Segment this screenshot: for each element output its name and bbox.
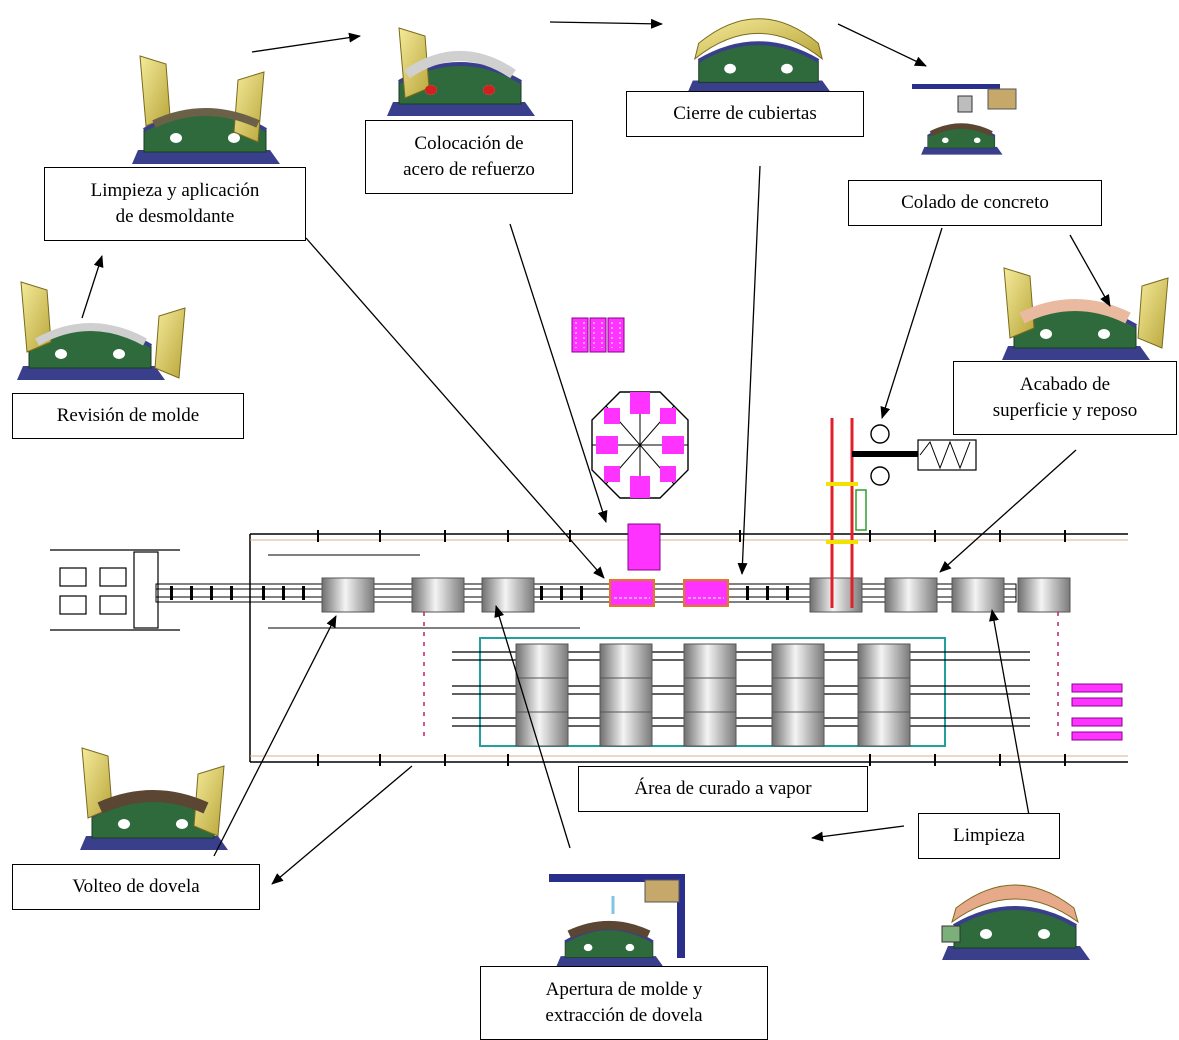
label-text-line1: Limpieza y aplicación — [91, 178, 260, 204]
segment-mold-icon — [387, 28, 535, 116]
label-text-line1: Acabado de — [1020, 372, 1110, 398]
label-volteo-dovela: Volteo de dovela — [12, 864, 260, 910]
label-text-line1: Colocación de — [414, 131, 523, 157]
segment-mold-icon — [1002, 268, 1168, 360]
label-text-line2: superficie y reposo — [993, 398, 1138, 424]
label-colocacion-acero: Colocación de acero de refuerzo — [365, 120, 573, 194]
segment-mold-icon — [942, 885, 1090, 960]
label-cierre-cubiertas: Cierre de cubiertas — [626, 91, 864, 137]
label-text-line2: extracción de dovela — [545, 1003, 702, 1029]
label-text-line2: de desmoldante — [116, 204, 235, 230]
segment-mold-icon — [687, 19, 832, 94]
label-limpieza-desmoldante: Limpieza y aplicación de desmoldante — [44, 167, 306, 241]
segment-mold-icon — [80, 748, 228, 850]
label-text: Colado de concreto — [901, 190, 1049, 216]
label-text: Revisión de molde — [57, 403, 199, 429]
segment-mold-icon — [17, 282, 185, 380]
label-acabado-superficie: Acabado de superficie y reposo — [953, 361, 1177, 435]
segment-mold-icon — [912, 84, 1016, 155]
label-text: Área de curado a vapor — [634, 776, 811, 802]
segment-mold-icon — [132, 56, 280, 164]
label-text-line2: acero de refuerzo — [403, 157, 535, 183]
segment-mold-icon — [549, 874, 685, 966]
label-text: Cierre de cubiertas — [673, 101, 816, 127]
label-colado-concreto: Colado de concreto — [848, 180, 1102, 226]
label-text: Volteo de dovela — [72, 874, 199, 900]
label-limpieza-final: Limpieza — [918, 813, 1060, 859]
label-text-line1: Apertura de molde y — [546, 977, 703, 1003]
label-text: Limpieza — [953, 823, 1025, 849]
label-area-curado: Área de curado a vapor — [578, 766, 868, 812]
label-revision-molde: Revisión de molde — [12, 393, 244, 439]
label-apertura-molde: Apertura de molde y extracción de dovela — [480, 966, 768, 1040]
